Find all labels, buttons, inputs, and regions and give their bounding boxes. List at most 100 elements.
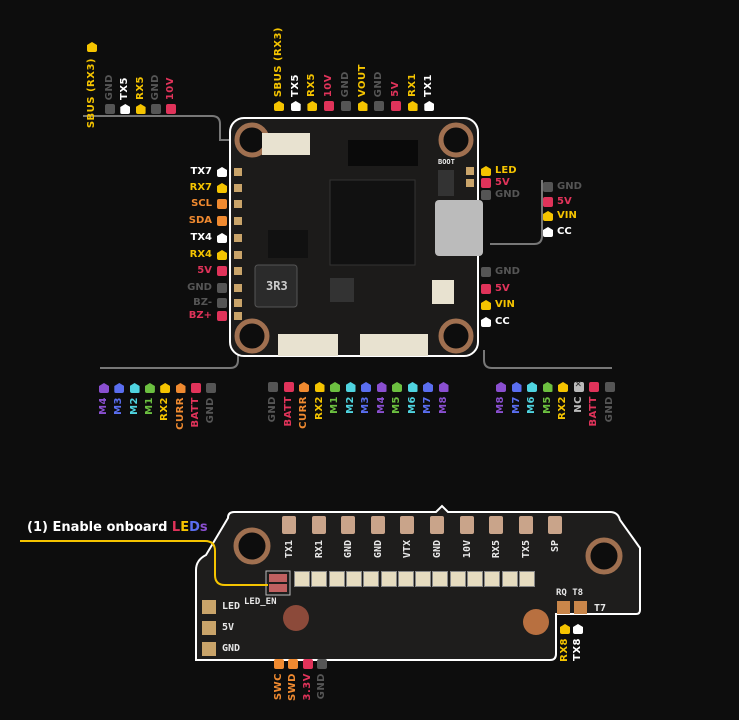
top-pad: [548, 516, 563, 534]
led_board_swd-3-pin-marker: [316, 659, 327, 669]
top_right-label: RX5: [306, 73, 318, 97]
bottom_right-5-pin-marker: [573, 380, 584, 392]
left-pad: [202, 621, 216, 635]
top_left-label: 10V: [165, 76, 177, 100]
left-8-pin-marker: [217, 298, 227, 308]
top_right-1-pin-marker: [290, 101, 301, 111]
right_led-0-pin-marker: [481, 166, 491, 176]
sbus-left-label: SBUS (RX3): [86, 58, 97, 129]
top_right-3-pin-marker: [324, 101, 335, 111]
bottom_mid-label: M1: [329, 396, 340, 414]
top_right-5-pin-marker: [357, 101, 368, 111]
bottom_right-label: RX2: [557, 396, 568, 420]
right_low-2-pin-marker: [481, 300, 491, 310]
bottom_left-4-pin-marker: [160, 383, 171, 393]
bottom_left-label: GND: [205, 397, 217, 424]
bottom_mid-label: GND: [267, 396, 278, 423]
left-5-pin-marker: [217, 250, 227, 260]
top-pad-label: GND: [432, 540, 443, 559]
left-2-pin-marker: [217, 199, 227, 209]
onboard-led: [380, 571, 397, 587]
led_board_swd-label: SWC: [273, 673, 284, 701]
led_board_swd-label: GND: [315, 673, 327, 700]
onboard-led: [415, 571, 432, 587]
top_right-6-pin-marker: [374, 101, 385, 111]
left-3-pin-marker: [217, 216, 227, 226]
left-label: BZ+: [188, 310, 212, 321]
bottom_mid-1-pin-marker: [283, 382, 294, 392]
bottom_mid-6-pin-marker: [361, 382, 371, 392]
callout-prefix: (1) Enable onboard: [27, 520, 172, 535]
boot-label: BOOT: [438, 158, 455, 166]
top-pad-label: TX5: [520, 540, 532, 559]
top_right-label: GND: [339, 70, 351, 97]
right_low-label: CC: [495, 316, 510, 327]
left-pad-label: GND: [222, 643, 241, 654]
bottom_mid-label: M3: [360, 396, 371, 414]
right_usb-0-pin-marker: [543, 182, 553, 192]
bottom_right-4-pin-marker: [558, 382, 568, 392]
top_left-4-pin-marker: [166, 104, 177, 114]
left-label: TX7: [190, 166, 213, 177]
top-pad: [341, 516, 356, 534]
left-label: TX4: [190, 232, 213, 243]
top_right-label: GND: [373, 70, 385, 97]
onboard-led: [397, 571, 414, 587]
bottom_right-6-pin-marker: [589, 382, 599, 392]
bottom_right-label: GND: [603, 396, 615, 423]
bottom_right-label: M6: [526, 396, 537, 414]
onboard-led: [328, 571, 345, 587]
bottom_mid-3-pin-marker: [314, 382, 325, 392]
onboard-led: [363, 571, 380, 587]
bottom_mid-4-pin-marker: [330, 382, 340, 392]
led_board_swd-0-pin-marker: [274, 659, 284, 669]
led_board_swd-2-pin-marker: [302, 659, 313, 669]
right_led-1-pin-marker: [481, 178, 491, 188]
onboard-led: [432, 571, 449, 587]
bottom_mid-11-pin-marker: [438, 382, 449, 392]
right_usb-3-pin-marker: [543, 227, 553, 237]
left-pad-label: 5V: [222, 622, 235, 633]
bottom_mid-label: M2: [344, 396, 356, 414]
top_right-2-pin-marker: [307, 101, 318, 111]
right_led-label: GND: [495, 189, 520, 200]
left-7-pin-marker: [217, 283, 227, 293]
right_usb-label: CC: [557, 226, 572, 237]
highlight-letter: s: [199, 520, 208, 535]
led_board_uart8-label: TX8: [572, 638, 583, 661]
bottom_right-label: M5: [541, 396, 553, 414]
top-pad-label: RX5: [491, 540, 503, 559]
led_board_uart8-label: RX8: [559, 638, 570, 662]
bottom_left-6-pin-marker: [190, 383, 201, 393]
top-pad: [370, 516, 385, 534]
onboard-led: [311, 571, 328, 587]
bottom_right-2-pin-marker: [527, 382, 537, 392]
bottom_right-label: M7: [510, 396, 522, 414]
top_left-0-pin-marker: [105, 104, 115, 114]
left-1-pin-marker: [217, 183, 227, 193]
right_led-2-pin-marker: [481, 190, 491, 200]
right_usb-label: VIN: [557, 210, 577, 221]
bottom_mid-8-pin-marker: [392, 382, 402, 392]
bottom_mid-label: M7: [422, 396, 433, 414]
top-pad: [311, 516, 326, 534]
top_right-9-pin-marker: [424, 101, 435, 111]
bottom_mid-label: CURR: [298, 396, 309, 429]
bottom_mid-7-pin-marker: [376, 382, 387, 392]
bottom_left-label: BATT: [189, 397, 201, 428]
bottom_left-7-pin-marker: [206, 383, 217, 393]
top_right-7-pin-marker: [390, 101, 401, 111]
top-pad-label: GND: [372, 540, 384, 559]
led_board_swd-label: 3.3V: [301, 673, 313, 701]
bottom_right-7-pin-marker: [604, 382, 615, 392]
bottom_mid-5-pin-marker: [345, 382, 356, 392]
bottom_mid-label: RX2: [313, 396, 325, 420]
bottom_mid-label: M5: [391, 396, 402, 414]
bottom_right-label: NC: [572, 396, 584, 413]
top-pad-label: RX1: [313, 540, 325, 559]
bottom_mid-label: M6: [406, 396, 418, 414]
left-6-pin-marker: [217, 266, 227, 276]
top-pad-label: TX1: [284, 540, 295, 559]
left-label: SDA: [188, 215, 212, 226]
bottom_left-0-pin-marker: [99, 383, 109, 393]
